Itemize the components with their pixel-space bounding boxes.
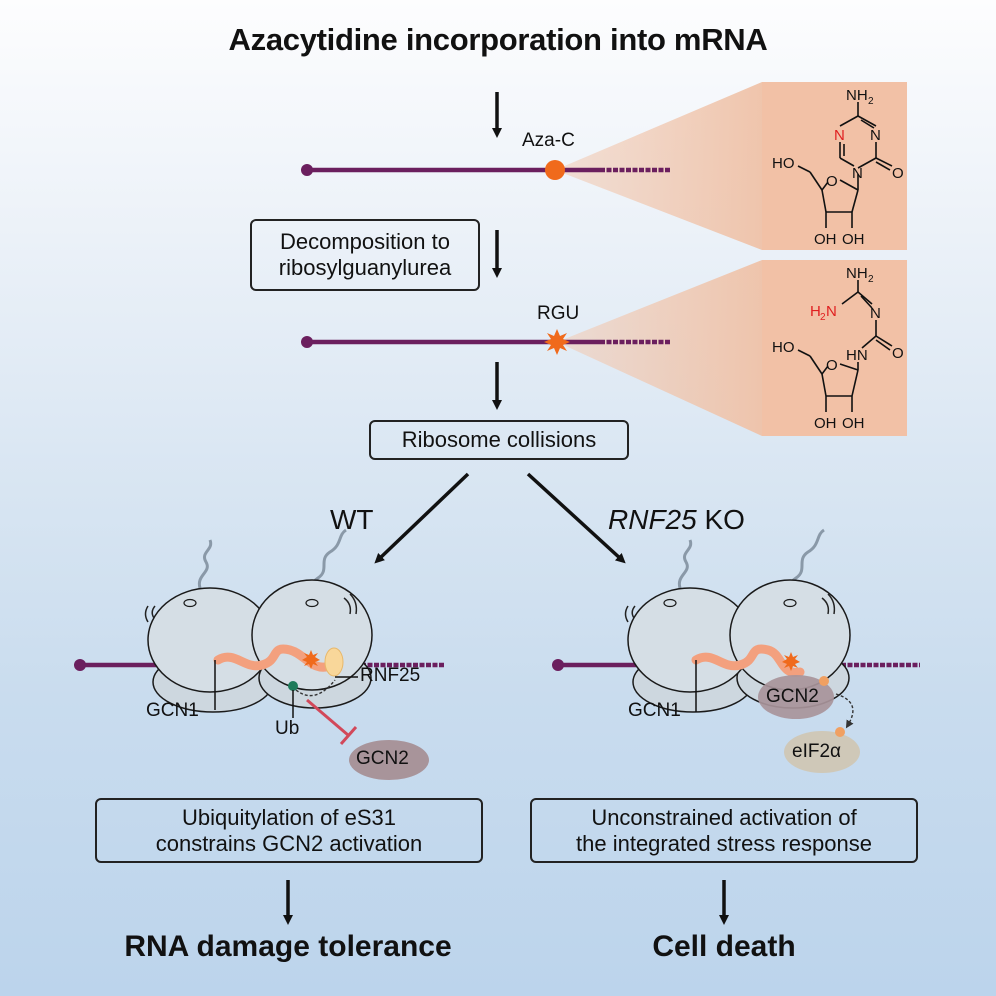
svg-text:N: N — [852, 165, 863, 182]
rgu-star-icon — [544, 329, 570, 355]
svg-text:OH: OH — [814, 415, 837, 432]
ko-gcn1-label: GCN1 — [628, 700, 681, 721]
ko-gene-name: RNF25 — [608, 504, 697, 535]
svg-text:OH: OH — [842, 415, 865, 432]
svg-text:N: N — [870, 127, 881, 144]
ub-icon — [288, 681, 298, 691]
eif2a-protein — [784, 731, 860, 773]
arrow-to-wt — [374, 472, 470, 564]
ko-outcome: Cell death — [652, 930, 796, 963]
ko-gcn2-label: GCN2 — [766, 686, 819, 707]
ko-suffix: KO — [696, 504, 745, 535]
svg-text:H: H — [810, 303, 821, 320]
decomposition-line2: ribosylguanylurea — [278, 255, 452, 280]
wt-mechanism-box: Ubiquitylation of eS31 constrains GCN2 a… — [95, 798, 483, 863]
wt-gcn1-label: GCN1 — [146, 700, 199, 721]
svg-text:N: N — [834, 127, 845, 144]
rnf25-protein — [324, 647, 344, 677]
aza-c-nucleotide — [545, 160, 565, 180]
arrow-to-ko — [526, 472, 626, 564]
wt-gcn2-label: GCN2 — [356, 748, 409, 769]
aza-c-label: Aza-C — [522, 130, 575, 151]
ribosome-collisions-label: Ribosome collisions — [401, 427, 597, 452]
wt-collided-ribosomes — [74, 528, 445, 780]
svg-text:2: 2 — [868, 274, 874, 285]
svg-text:HO: HO — [772, 339, 795, 356]
ko-mechanism-line1: Unconstrained activation of — [591, 805, 857, 830]
zoom-wedge-rgu — [557, 260, 762, 436]
svg-text:O: O — [826, 173, 838, 190]
svg-text:O: O — [826, 357, 838, 374]
svg-text:NH: NH — [846, 87, 868, 104]
svg-text:2: 2 — [820, 312, 826, 323]
wt-gcn2-protein — [349, 740, 429, 780]
wt-mechanism-line1: Ubiquitylation of eS31 — [181, 805, 397, 830]
ko-collided-ribosomes — [552, 528, 920, 773]
ko-eif2a-label: eIF2α — [792, 741, 842, 762]
zoom-wedge-azac — [555, 82, 762, 250]
inhibition-line — [306, 698, 349, 737]
svg-text:OH: OH — [842, 231, 865, 248]
wt-rnf25-label: RNF25 — [360, 665, 421, 686]
svg-text:HN: HN — [846, 347, 868, 364]
svg-text:O: O — [892, 165, 904, 182]
svg-text:OH: OH — [814, 231, 837, 248]
decomposition-line1: Decomposition to — [280, 229, 450, 254]
ko-mechanism-box: Unconstrained activation of the integrat… — [530, 798, 918, 863]
ribosome-collisions-box: Ribosome collisions — [369, 420, 629, 460]
svg-text:2: 2 — [868, 96, 874, 107]
wt-mechanism-line2: constrains GCN2 activation — [155, 831, 423, 856]
svg-text:O: O — [892, 345, 904, 362]
wt-ub-label: Ub — [275, 718, 300, 739]
svg-text:N: N — [870, 305, 881, 322]
wt-outcome: RNA damage tolerance — [124, 930, 452, 963]
ko-branch-label: RNF25 KO — [608, 504, 745, 536]
rgu-label: RGU — [537, 303, 580, 324]
wt-branch-label: WT — [330, 504, 374, 535]
figure-title: Azacytidine incorporation into mRNA — [228, 22, 768, 57]
svg-text:HO: HO — [772, 155, 795, 172]
svg-text:NH: NH — [846, 265, 868, 282]
svg-text:N: N — [826, 303, 837, 320]
mrna-strand-2 — [301, 329, 670, 355]
ko-gcn2-protein — [758, 675, 834, 719]
decomposition-box: Decomposition to ribosylguanylurea — [250, 219, 480, 291]
mrna-strand-1 — [301, 160, 670, 180]
ko-mechanism-line2: the integrated stress response — [576, 831, 872, 856]
